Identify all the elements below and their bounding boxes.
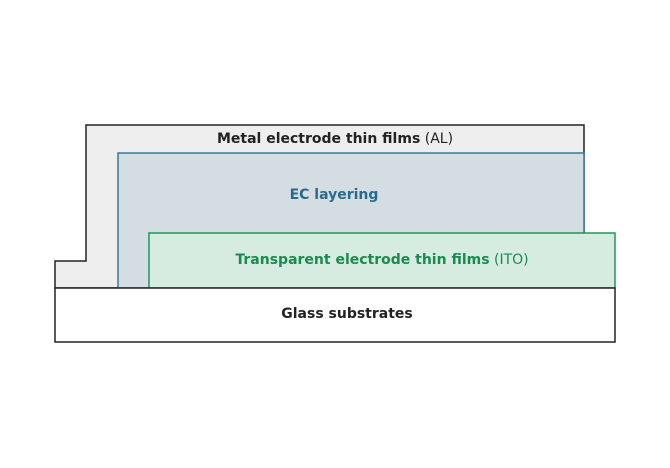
ito-label-suffix: (ITO) [493,252,529,268]
glass-label-main: Glass substrates [281,306,413,322]
metal-label: Metal electrode thin films (AL) [217,131,453,147]
glass-label: Glass substrates [281,306,413,322]
metal-label-suffix: (AL) [424,131,454,147]
ito-label-main: Transparent electrode thin films [235,252,490,268]
ito-label: Transparent electrode thin films (ITO) [235,252,528,268]
metal-label-main: Metal electrode thin films [216,131,421,147]
ec-label: EC layering [290,187,379,203]
glass-substrate-layer [54,287,616,343]
ec-label-main: EC layering [289,187,379,203]
